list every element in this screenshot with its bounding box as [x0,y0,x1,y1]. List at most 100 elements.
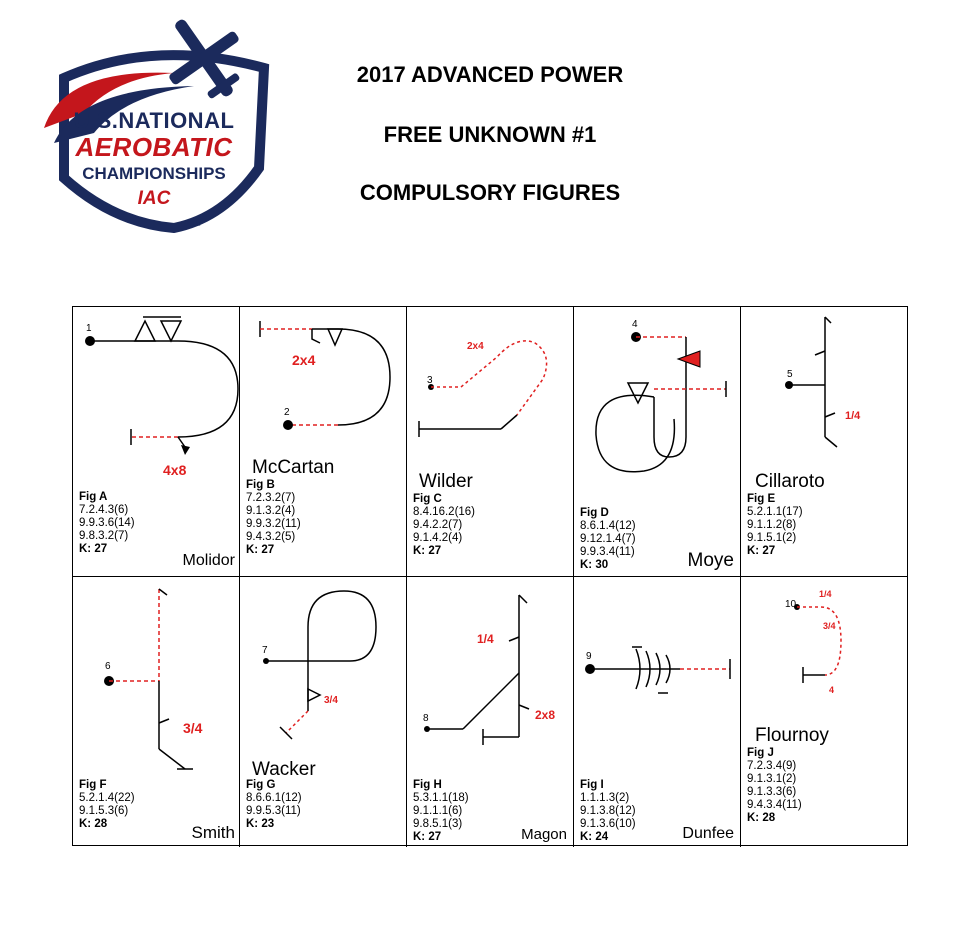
svg-text:3/4: 3/4 [324,695,338,706]
figure-e-code-2: 9.1.1.2(8) [747,519,797,531]
svg-text:4: 4 [632,319,638,330]
figure-cell-g: 7 3/4 Wacker Fig G 8.6.6.1(12) 9.9.5.3(1… [240,577,407,847]
figure-e-code-1: 5.2.1.1(17) [747,506,803,518]
figure-cell-b: 2 2x4 McCartan Fig B 7.2.3.2(7) 9.1.3.2(… [240,307,407,577]
svg-text:6: 6 [105,661,111,672]
figure-d-pilot: Moye [687,550,734,571]
figure-d-code-3: 9.9.3.4(11) [580,546,635,558]
figure-a-label: Fig A [79,491,108,503]
svg-text:9: 9 [586,651,592,662]
figure-e-pilot: Cillaroto [755,471,825,492]
figure-j-pilot: Flournoy [755,725,829,746]
svg-text:2x4: 2x4 [467,341,484,352]
figure-b-code-1: 7.2.3.2(7) [246,492,296,504]
svg-text:3/4: 3/4 [183,720,203,736]
svg-text:3: 3 [427,375,433,386]
figure-g-pilot: Wacker [252,759,316,780]
figure-cell-a: 1 4x8 Fig A 7.2.4.3(6) 9.9.3.6(14) 9.8.3… [73,307,240,577]
figure-h-info: Fig H 5.3.1.1(18) 9.1.1.1(6) 9.8.5.1(3) … [413,779,469,844]
figure-e-code-3: 9.1.5.1(2) [747,532,797,544]
figure-c-code-2: 9.4.2.2(7) [413,519,463,531]
figure-b-code-2: 9.1.3.2(4) [246,505,296,517]
figure-e-k: K: 27 [747,545,776,557]
iac-logo: U.S.NATIONAL AEROBATIC CHAMPIONSHIPS IAC… [24,18,284,238]
figure-i-label: Fig I [580,779,604,791]
figure-h-k: K: 27 [413,831,442,843]
figure-d-code-2: 9.12.1.4(7) [580,533,636,545]
figure-a-pilot: Molidor [182,552,235,569]
figure-cell-i: 9 Fig I 1.1.1.3(2) 9.1.3.8(12) 9.1.3.6(1… [574,577,741,847]
figure-g-code-2: 9.9.5.3(11) [246,805,301,817]
figure-i-code-1: 1.1.1.3(2) [580,792,630,804]
figure-a-code-1: 7.2.4.3(6) [79,504,129,516]
figures-grid: 1 4x8 Fig A 7.2.4.3(6) 9.9.3.6(14) 9.8.3… [72,306,908,847]
logo-line-4: IAC [137,188,171,209]
svg-text:1/4: 1/4 [819,589,832,599]
figure-c-code-1: 8.4.16.2(16) [413,506,476,518]
figure-cell-d: 4 Fig D 8.6.1.4(12) 9.12.1.4(7) 9.9.3.4(… [574,307,741,577]
figure-a-info: Fig A 7.2.4.3(6) 9.9.3.6(14) 9.8.3.2(7) … [79,491,135,556]
svg-text:4x8: 4x8 [163,462,187,478]
figure-f-info: Fig F 5.2.1.4(22) 9.1.5.3(6) K: 28 [79,779,135,831]
figure-j-code-1: 7.2.3.4(9) [747,760,797,772]
figure-j-code-4: 9.4.3.4(11) [747,799,802,811]
figure-f-diagram: 6 3/4 [104,588,203,770]
figure-d-info: Fig D 8.6.1.4(12) 9.12.1.4(7) 9.9.3.4(11… [580,507,636,572]
figure-f-label: Fig F [79,779,107,791]
figure-i-pilot: Dunfee [682,825,734,842]
figure-j-code-3: 9.1.3.3(6) [747,786,797,798]
figure-h-label: Fig H [413,779,442,791]
logo-shield-icon [44,19,270,234]
svg-text:1: 1 [86,323,92,334]
logo-line-1: U.S.NATIONAL [73,108,235,133]
page-subtitle: FREE UNKNOWN #1 [383,122,597,147]
svg-text:1/4: 1/4 [845,410,861,422]
figure-b-label: Fig B [246,479,275,491]
figure-h-pilot: Magon [521,826,567,843]
svg-text:8: 8 [423,713,429,724]
svg-text:2x4: 2x4 [292,352,316,368]
figure-a-code-3: 9.8.3.2(7) [79,530,129,542]
figure-cell-j: 10 1/4 3/4 4 Flournoy Fig J 7.2.3.4(9) 9… [741,577,908,847]
figure-i-code-2: 9.1.3.8(12) [580,805,636,817]
figure-e-label: Fig E [747,493,776,505]
figure-d-code-1: 8.6.1.4(12) [580,520,636,532]
airplane-icon [169,19,240,99]
figure-cell-e: 5 1/4 Cillaroto Fig E 5.2.1.1(17) 9.1.1.… [741,307,908,577]
svg-text:7: 7 [262,645,268,656]
figure-i-info: Fig I 1.1.1.3(2) 9.1.3.8(12) 9.1.3.6(10)… [580,779,636,844]
svg-text:1/4: 1/4 [477,632,494,646]
figure-i-code-3: 9.1.3.6(10) [580,818,636,830]
figure-c-k: K: 27 [413,545,442,557]
page-title: 2017 ADVANCED POWER [356,62,624,87]
figure-d-diagram: 4 [595,319,727,473]
figure-i-k: K: 24 [580,831,609,843]
figure-h-code-2: 9.1.1.1(6) [413,805,463,817]
svg-text:4: 4 [829,685,834,695]
svg-text:3/4: 3/4 [823,621,836,631]
figure-a-diagram: 1 4x8 [85,316,239,478]
figure-b-diagram: 2 2x4 [259,321,391,430]
figure-j-code-2: 9.1.3.1(2) [747,773,797,785]
figure-g-info: Fig G 8.6.6.1(12) 9.9.5.3(11) K: 23 [246,779,302,831]
figure-b-k: K: 27 [246,544,275,556]
logo-tm: TM [192,222,201,228]
figure-b-pilot: McCartan [252,457,335,478]
figure-f-code-1: 5.2.1.4(22) [79,792,135,804]
figure-c-diagram: 3 2x4 [418,340,548,437]
figure-f-code-2: 9.1.5.3(6) [79,805,129,817]
figure-cell-f: 6 3/4 Fig F 5.2.1.4(22) 9.1.5.3(6) K: 28… [73,577,240,847]
figure-cell-c: 3 2x4 Wilder Fig C 8.4.16.2(16) 9.4.2.2(… [407,307,574,577]
svg-text:5: 5 [787,369,793,380]
figure-b-code-3: 9.9.3.2(11) [246,518,301,530]
figure-i-diagram: 9 [585,646,731,694]
figure-c-code-3: 9.1.4.2(4) [413,532,463,544]
figure-e-diagram: 5 1/4 [785,316,861,448]
figure-j-k: K: 28 [747,812,776,824]
svg-text:10: 10 [785,599,797,610]
figure-a-k: K: 27 [79,543,108,555]
page-subtitle-2: COMPULSORY FIGURES [359,180,621,205]
figure-b-info: Fig B 7.2.3.2(7) 9.1.3.2(4) 9.9.3.2(11) … [246,479,301,557]
figure-d-k: K: 30 [580,559,609,571]
figure-c-label: Fig C [413,493,442,505]
